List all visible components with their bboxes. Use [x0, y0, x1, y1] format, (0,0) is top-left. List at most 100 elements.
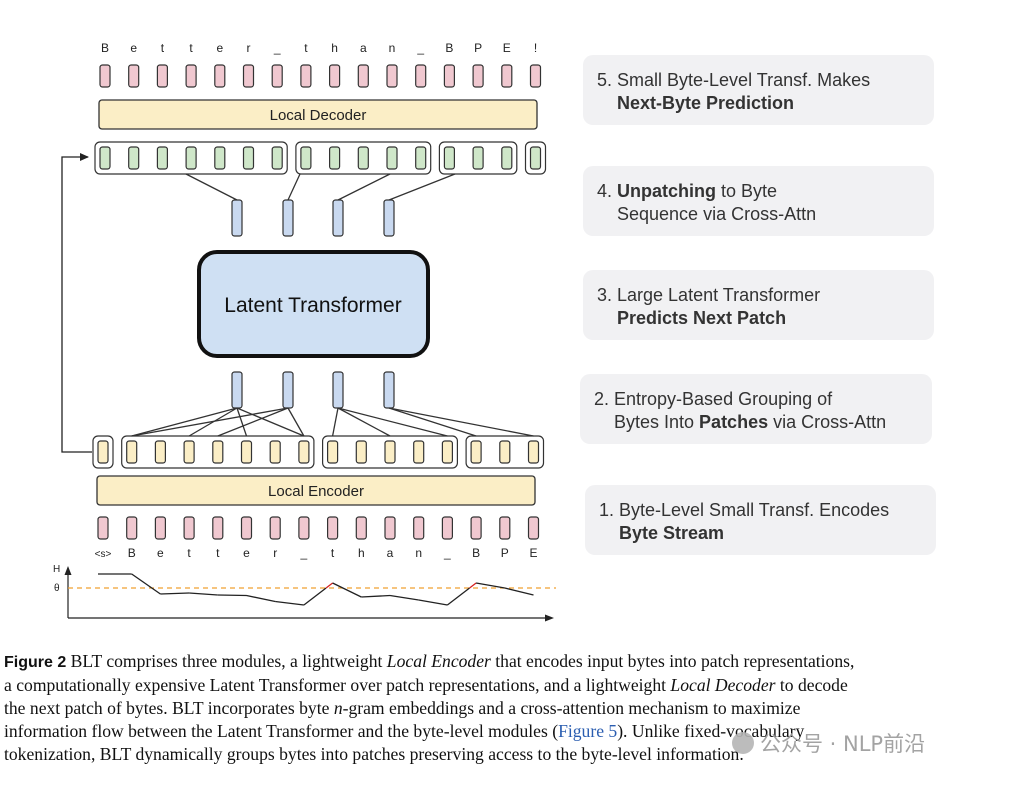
- input-byte-label: <s>: [95, 549, 112, 560]
- caption-text: the next patch of bytes. BLT incorporate…: [4, 698, 334, 718]
- output-byte-cell: [271, 64, 283, 88]
- decoder-patch-group: [94, 141, 288, 175]
- decoder-hidden-cell: [271, 146, 283, 170]
- local-encoder-block: [96, 475, 536, 506]
- input-byte-cell: [413, 516, 425, 540]
- caption-italic: Local Decoder: [670, 675, 776, 695]
- output-patch-vector: [383, 199, 395, 237]
- local-decoder-label: Local Decoder: [270, 107, 367, 124]
- watermark: 公众号 · NLP前沿: [732, 728, 925, 758]
- unpatching-connections: [185, 173, 456, 201]
- step-2-pre: Bytes Into: [614, 412, 700, 432]
- input-byte-label: B: [128, 546, 136, 560]
- encoder-hidden-cell: [470, 440, 482, 464]
- watermark-text: 公众号 · NLP前沿: [760, 732, 926, 756]
- feedback-arrow: [61, 153, 92, 453]
- step-1-bold: Byte Stream: [619, 523, 725, 543]
- output-byte-label: e: [216, 41, 223, 55]
- input-byte-label: _: [300, 546, 308, 560]
- output-byte-label: t: [304, 41, 308, 55]
- step-4-rest: to Byte: [716, 181, 778, 201]
- encoder-patch-group: [92, 435, 114, 469]
- caption-italic: n: [333, 698, 343, 718]
- figure-5-link[interactable]: Figure 5: [558, 721, 618, 741]
- decoder-hidden-cell: [386, 146, 398, 170]
- caption-text: that encodes input bytes into patch repr…: [490, 651, 855, 671]
- output-byte-cell: [242, 64, 255, 88]
- output-byte-row: [99, 64, 542, 88]
- output-byte-label: a: [360, 41, 367, 55]
- decoder-hidden-cell: [128, 146, 140, 170]
- decoder-hidden-cell: [415, 146, 427, 170]
- step-4-line2: Sequence via Cross-Attn: [617, 204, 817, 224]
- output-byte-cell: [443, 64, 455, 88]
- entropy-spike-segment: [325, 582, 333, 589]
- input-byte-cell: [327, 516, 339, 540]
- encoder-hidden-cell: [384, 440, 396, 464]
- input-byte-label: t: [187, 546, 191, 560]
- entropy-series: [98, 573, 534, 606]
- step-3-bold: Predicts Next Patch: [617, 308, 787, 328]
- caption-text: a computationally expensive Latent Trans…: [4, 675, 671, 695]
- decoder-patch-group: [438, 141, 518, 175]
- output-byte-cell: [501, 64, 513, 88]
- output-byte-label: h: [331, 41, 338, 55]
- caption-text: tokenization, BLT dynamically groups byt…: [4, 744, 744, 764]
- entropy-segment: [131, 573, 161, 595]
- decoder-hidden-cell: [329, 146, 341, 170]
- input-byte-label: h: [358, 546, 365, 560]
- step-3-card: 3. Large Latent Transformer Predicts Nex…: [583, 270, 934, 340]
- encoder-hidden-cell: [126, 440, 138, 464]
- output-byte-label: r: [247, 41, 251, 55]
- output-byte-cell: [415, 64, 427, 88]
- entropy-segment: [361, 594, 391, 598]
- entropy-segment: [447, 587, 470, 606]
- input-byte-cell: [240, 516, 253, 540]
- input-byte-label: a: [387, 546, 394, 560]
- decoder-hidden-cell: [357, 146, 369, 170]
- input-byte-cell: [269, 516, 281, 540]
- output-patch-vector: [231, 199, 243, 237]
- input-byte-cell: [183, 516, 195, 540]
- entropy-segment: [418, 599, 448, 606]
- input-byte-label: e: [243, 546, 250, 560]
- caption-label: Figure 2: [4, 654, 67, 671]
- patching-line: [217, 407, 289, 437]
- input-byte-label: t: [331, 546, 335, 560]
- encoder-hidden-cell: [298, 440, 310, 464]
- decoder-hidden-cell: [300, 146, 312, 170]
- entropy-segment: [275, 600, 304, 606]
- figure-caption: Figure 2 BLT comprises three modules, a …: [4, 650, 1004, 766]
- output-patch-row: [231, 199, 395, 237]
- output-byte-cell: [185, 64, 197, 88]
- input-byte-cell: [527, 516, 540, 540]
- input-byte-cell: [298, 516, 310, 540]
- entropy-segment: [246, 594, 276, 603]
- encoder-patch-group: [121, 435, 315, 469]
- encoder-hidden-cell: [183, 440, 195, 464]
- output-byte-cell: [128, 64, 140, 88]
- patching-line: [236, 407, 248, 437]
- entropy-segment: [475, 582, 505, 589]
- caption-text: -gram embeddings and a cross-attention m…: [342, 698, 801, 718]
- output-byte-label: _: [416, 41, 424, 55]
- step-4-prefix: 4.: [597, 181, 618, 201]
- step-4-bold: Unpatching: [617, 181, 717, 201]
- entropy-segment: [303, 587, 327, 606]
- encoder-hidden-cell: [527, 440, 540, 464]
- decoder-hidden-cell: [214, 146, 226, 170]
- input-byte-cell: [154, 516, 166, 540]
- encoder-hidden-cell: [441, 440, 453, 464]
- decoder-hidden-cell: [472, 146, 484, 170]
- step-5-bold: Next-Byte Prediction: [617, 93, 795, 113]
- threshold-label: θ: [54, 583, 60, 594]
- encoder-hidden-cell: [240, 440, 253, 464]
- patching-line: [287, 407, 305, 437]
- output-byte-cell: [472, 64, 484, 88]
- step-4-card: 4. Unpatching to Byte Sequence via Cross…: [583, 166, 934, 236]
- output-byte-cell: [156, 64, 168, 88]
- step-3-line1: 3. Large Latent Transformer: [597, 285, 821, 305]
- step-5-card: 5. Small Byte-Level Transf. Makes Next-B…: [583, 55, 934, 125]
